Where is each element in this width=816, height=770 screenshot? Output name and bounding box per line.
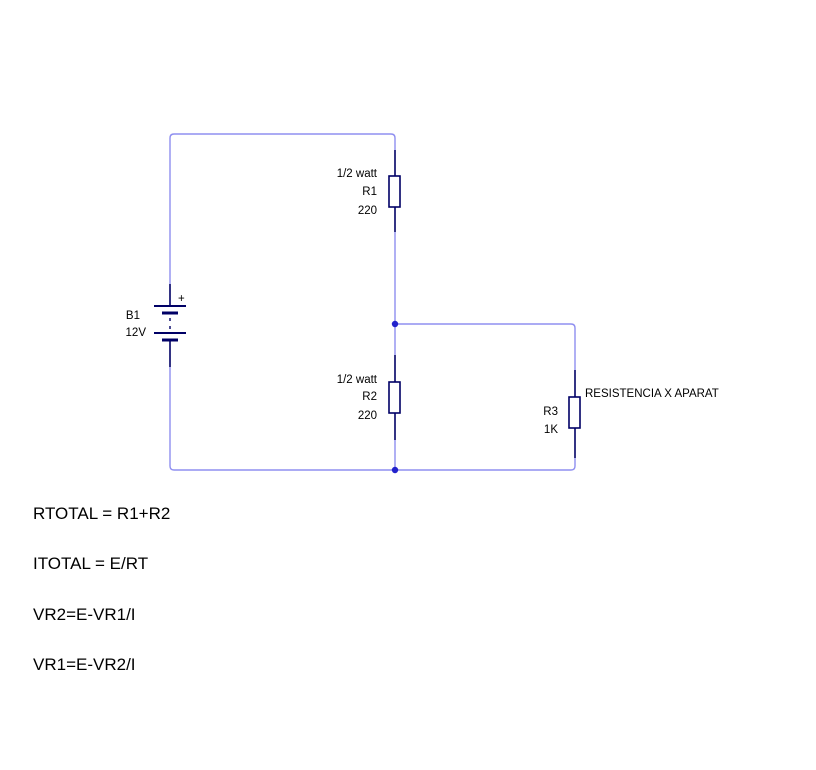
junction-node-bottom xyxy=(391,466,399,474)
equation-vr1: VR1=E-VR2/I xyxy=(33,655,136,674)
battery-plus-sign: + xyxy=(178,293,185,305)
r1-rating-label: 1/2 watt xyxy=(337,168,378,180)
battery-name-label: B1 xyxy=(126,310,140,322)
r3-value-label: 1K xyxy=(544,424,558,436)
battery-b1: + B1 12V xyxy=(126,284,186,367)
battery-value-label: 12V xyxy=(126,327,147,339)
r3-note-label: RESISTENCIA X APARAT xyxy=(585,388,719,400)
r1-name-label: R1 xyxy=(362,186,377,198)
r2-name-label: R2 xyxy=(362,391,377,403)
equation-itotal: ITOTAL = E/RT xyxy=(33,554,149,573)
resistor-r1: 1/2 watt R1 220 xyxy=(337,150,401,232)
resistor-r3: RESISTENCIA X APARAT R3 1K xyxy=(543,370,719,458)
wire-bottom xyxy=(169,367,576,471)
resistor-r2: 1/2 watt R2 220 xyxy=(337,355,401,440)
equation-vr2: VR2=E-VR1/I xyxy=(33,605,136,624)
r2-rating-label: 1/2 watt xyxy=(337,374,378,386)
wire-to-r3 xyxy=(395,323,576,370)
r3-name-label: R3 xyxy=(543,406,558,418)
wire-top xyxy=(169,133,396,284)
r1-value-label: 220 xyxy=(358,205,377,217)
equation-rtotal: RTOTAL = R1+R2 xyxy=(33,504,171,523)
junction-node-top xyxy=(391,320,399,328)
r2-value-label: 220 xyxy=(358,410,377,422)
